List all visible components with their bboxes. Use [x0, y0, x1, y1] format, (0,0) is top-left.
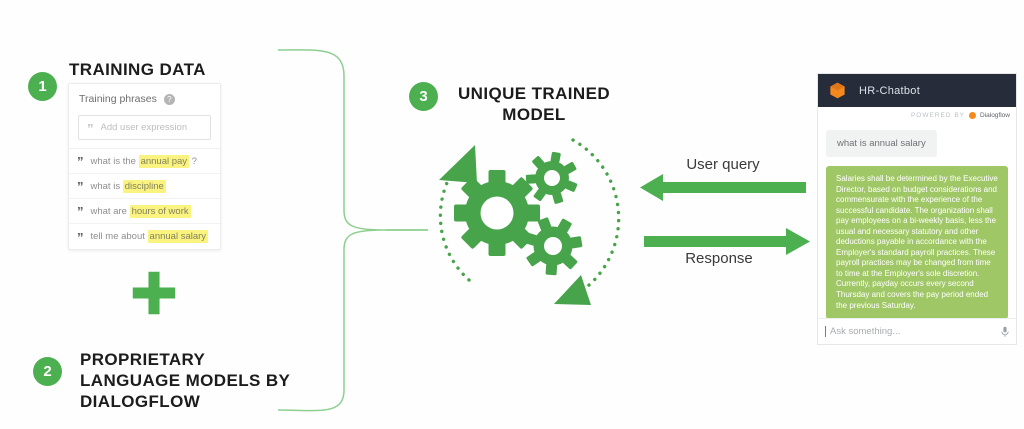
training-data-title: TRAINING DATA	[69, 60, 206, 79]
chatbot-widget: HR-Chatbot POWERED BY Dialogflow what is…	[817, 73, 1017, 345]
training-phrase-row[interactable]: ” what is discipline	[69, 174, 220, 199]
gear-large	[454, 170, 540, 256]
bot-message-bubble: Salaries shall be determined by the Exec…	[826, 166, 1008, 318]
dialogflow-logo-icon	[969, 112, 976, 119]
plus-icon	[132, 271, 176, 315]
dialogflow-brand-label: Dialogflow	[980, 112, 1010, 119]
phrase-text: what are hours of work	[90, 204, 191, 218]
quote-icon: ”	[77, 179, 84, 194]
training-phrases-label: Training phrases	[79, 93, 157, 105]
help-icon[interactable]: ?	[163, 93, 175, 105]
step-1-number: 1	[38, 78, 47, 95]
mic-icon[interactable]	[1001, 326, 1009, 338]
add-expression-box: ”	[78, 115, 211, 140]
text-cursor	[825, 326, 826, 337]
training-phrases-card: Training phrases ? ” ” what is the annua…	[68, 83, 221, 250]
step-2-number: 2	[43, 363, 52, 380]
step-1-badge: 1	[28, 72, 57, 101]
training-phrases-header: Training phrases ?	[69, 84, 220, 111]
unique-model-title: UNIQUE TRAINED MODEL	[448, 83, 620, 125]
unique-model-line2: MODEL	[502, 105, 566, 124]
language-models-line1: PROPRIETARY	[80, 350, 206, 369]
quote-icon: ”	[87, 120, 94, 136]
chatbot-logo-icon	[830, 82, 845, 99]
step-3-badge: 3	[409, 82, 438, 111]
chat-input-bar	[818, 318, 1016, 344]
language-models-line2: LANGUAGE MODELS BY	[80, 371, 291, 390]
chat-messages: what is annual salary Salaries shall be …	[818, 124, 1016, 318]
response-label: Response	[685, 250, 753, 267]
gear-medium	[524, 217, 583, 276]
user-message-bubble: what is annual salary	[826, 130, 937, 157]
phrase-text: what is discipline	[90, 179, 166, 193]
entity-highlight: hours of work	[129, 204, 191, 218]
entity-highlight: annual salary	[147, 230, 209, 243]
gear-small	[525, 151, 578, 204]
step-2-badge: 2	[33, 357, 62, 386]
quote-icon: ”	[77, 229, 84, 245]
language-models-title: PROPRIETARY LANGUAGE MODELS BY DIALOGFLO…	[80, 349, 290, 412]
quote-icon: ”	[77, 154, 84, 169]
phrase-text: tell me about annual salary	[90, 230, 209, 243]
language-models-line3: DIALOGFLOW	[80, 392, 201, 411]
user-query-label: User query	[686, 156, 760, 173]
chatbot-title: HR-Chatbot	[859, 84, 921, 97]
dotted-cycle-arrows	[438, 138, 621, 305]
curly-brace	[277, 49, 428, 412]
quote-icon: ”	[77, 204, 84, 219]
powered-by-label: POWERED BY	[910, 112, 965, 119]
add-expression-input[interactable]	[100, 122, 202, 133]
training-phrase-list: ” what is the annual pay ? ” what is dis…	[69, 148, 220, 249]
user-query-arrow-left-icon	[640, 174, 806, 201]
phrase-text: what is the annual pay ?	[90, 154, 197, 168]
step-3-number: 3	[419, 88, 428, 105]
ask-something-input[interactable]	[830, 326, 997, 337]
training-phrase-row[interactable]: ” what is the annual pay ?	[69, 149, 220, 174]
powered-by-bar: POWERED BY Dialogflow	[818, 107, 1016, 124]
entity-highlight: annual pay	[138, 154, 190, 168]
training-phrase-row[interactable]: ” what are hours of work	[69, 199, 220, 224]
unique-model-line1: UNIQUE TRAINED	[458, 84, 610, 103]
training-phrase-row[interactable]: ” tell me about annual salary	[69, 224, 220, 249]
response-arrow-right-icon	[644, 228, 810, 255]
chatbot-header: HR-Chatbot	[818, 74, 1016, 107]
gears-icon	[438, 138, 621, 305]
entity-highlight: discipline	[122, 179, 166, 193]
